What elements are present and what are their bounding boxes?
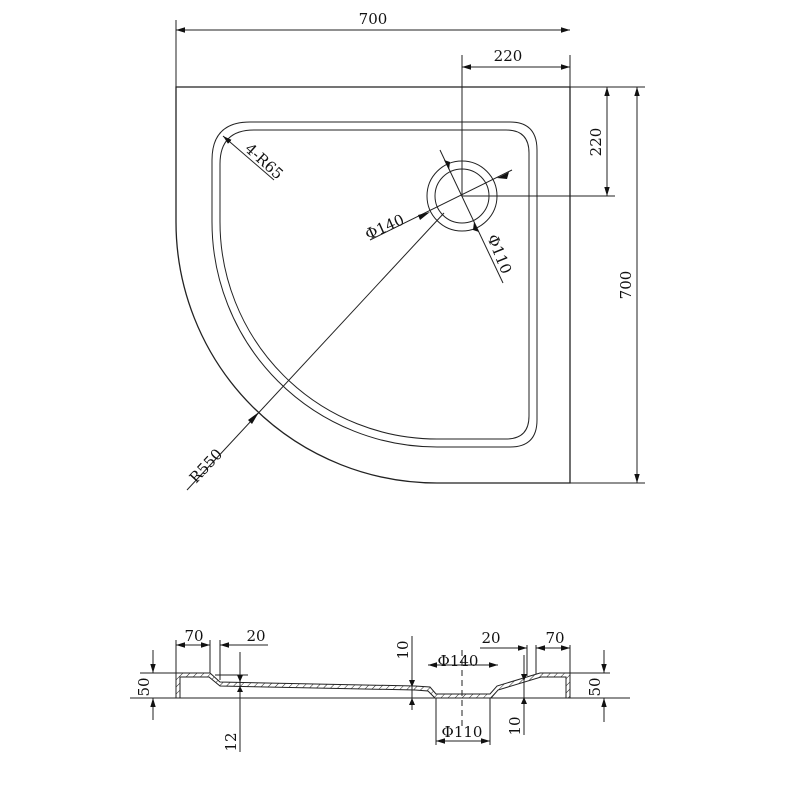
tray-outline bbox=[175, 86, 571, 484]
tray-profile bbox=[175, 672, 571, 699]
section-drain-outer-label: Φ140 bbox=[438, 652, 479, 670]
dim-drain-y-label: 220 bbox=[587, 128, 605, 157]
center-depth-label: 10 bbox=[394, 640, 412, 659]
plan-view: 700 220 220 700 4-R65 R550 Φ140 Φ110 bbox=[175, 10, 645, 491]
dim-drain-x-label: 220 bbox=[494, 47, 523, 65]
right-height-label: 50 bbox=[586, 677, 604, 696]
drain-inner-label: Φ110 bbox=[483, 232, 515, 277]
left-height-label: 50 bbox=[135, 677, 153, 696]
floor-thickness-label: 12 bbox=[222, 732, 240, 751]
drain-depth-label: 10 bbox=[506, 716, 524, 735]
tray-rim-outer bbox=[211, 121, 538, 448]
section-drain-inner-label: Φ110 bbox=[442, 723, 483, 741]
dim-width-label: 700 bbox=[359, 10, 388, 28]
drain-outer-label: Φ140 bbox=[362, 211, 407, 244]
corner-radius-label: 4-R65 bbox=[241, 140, 286, 183]
arc-radius-label: R550 bbox=[186, 445, 226, 486]
section-view: 50 70 20 12 10 Φ140 Φ110 20 bbox=[130, 627, 630, 752]
right-rim-label: 70 bbox=[545, 629, 564, 647]
left-step-label: 20 bbox=[246, 627, 265, 645]
right-step-label: 20 bbox=[481, 629, 500, 647]
dim-height-label: 700 bbox=[617, 271, 635, 300]
tray-rim-inner bbox=[219, 129, 530, 440]
left-rim-label: 70 bbox=[184, 627, 203, 645]
